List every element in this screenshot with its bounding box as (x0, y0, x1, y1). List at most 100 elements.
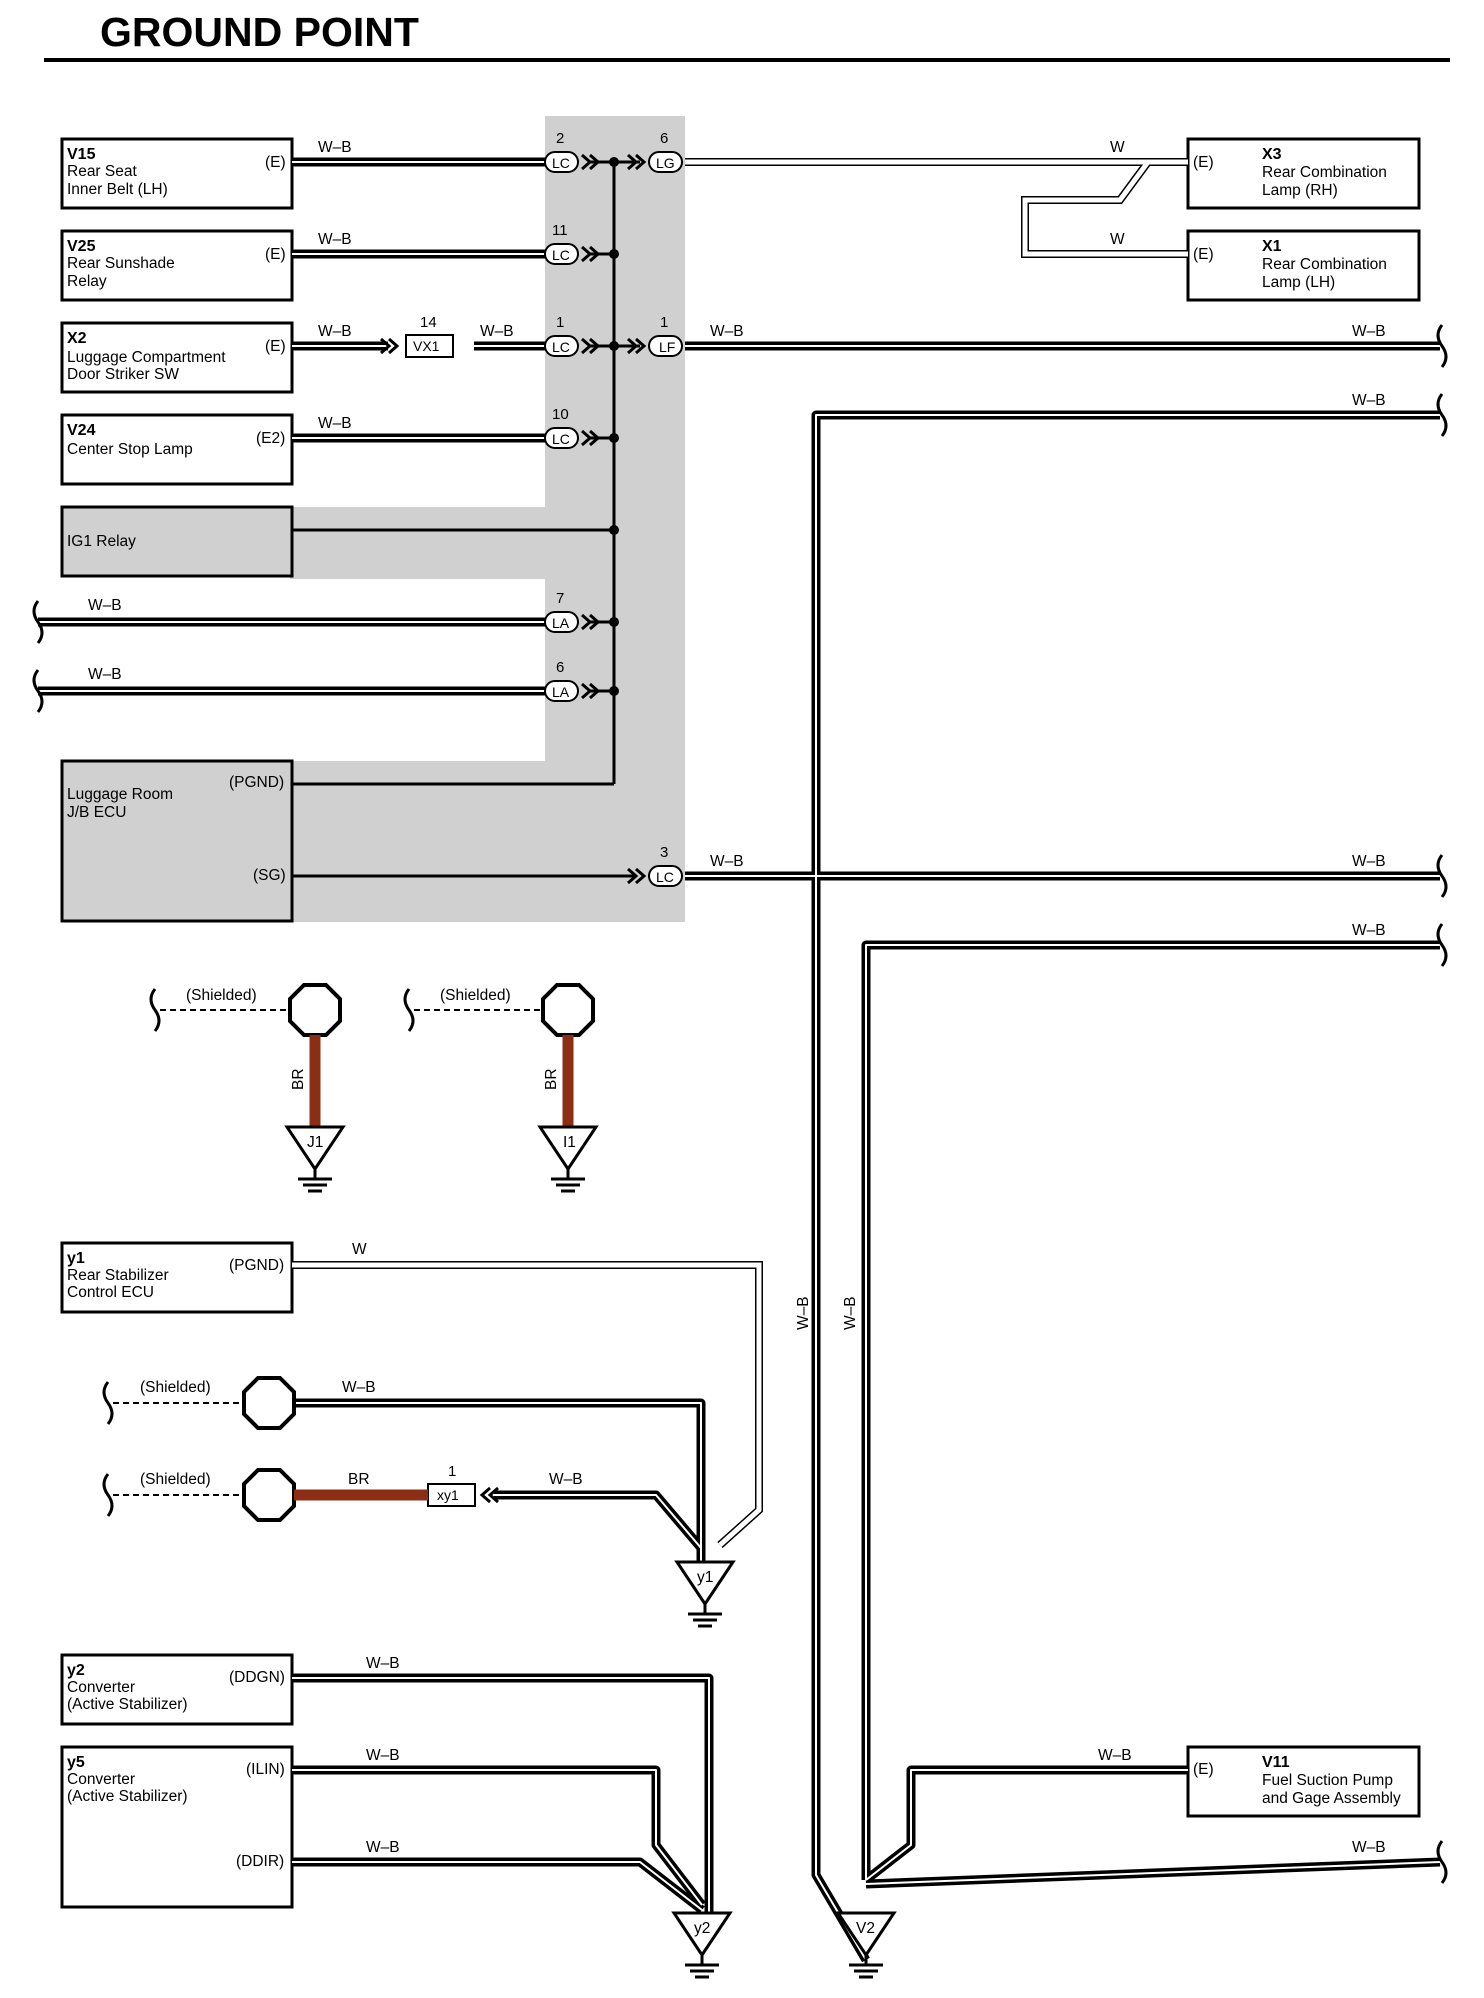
connector-lf-1: 1 LF (627, 314, 683, 357)
ground-v2: V2 (836, 1911, 896, 1979)
svg-text:6: 6 (660, 130, 668, 147)
svg-text:Rear Sunshade: Rear Sunshade (67, 255, 175, 272)
svg-text:LC: LC (656, 869, 674, 885)
svg-text:W: W (1110, 231, 1125, 248)
svg-text:(Shielded): (Shielded) (186, 987, 257, 1004)
svg-text:(DDGN): (DDGN) (229, 1669, 285, 1686)
connector-lc-10: 10 LC (544, 406, 599, 449)
wire-labels: W–B W–B W–B W–B W–B W–B W–B W–B W–B W–B … (88, 139, 1386, 1856)
component-y5: y5 Converter (Active Stabilizer) (ILIN) … (60, 1745, 294, 1909)
shield-y1-a: (Shielded) (113, 1376, 296, 1430)
svg-text:6: 6 (556, 659, 564, 676)
svg-text:W–B: W–B (342, 1379, 376, 1396)
svg-text:J1: J1 (307, 1134, 323, 1151)
svg-text:Rear Stabilizer: Rear Stabilizer (67, 1267, 169, 1284)
svg-text:Inner Belt (LH): Inner Belt (LH) (67, 181, 168, 198)
svg-text:(ILIN): (ILIN) (246, 1761, 285, 1778)
svg-text:(Active Stabilizer): (Active Stabilizer) (67, 1696, 188, 1713)
svg-text:(E2): (E2) (256, 430, 285, 447)
svg-text:2: 2 (556, 130, 564, 147)
svg-text:W–B: W–B (1098, 1747, 1132, 1764)
svg-text:W–B: W–B (366, 1655, 400, 1672)
svg-text:14: 14 (420, 314, 437, 331)
ground-y1: y1 (675, 1560, 735, 1628)
svg-text:LC: LC (552, 339, 570, 355)
svg-text:BR: BR (348, 1471, 370, 1488)
wire-group-bus (292, 162, 636, 878)
svg-text:W–B: W–B (1352, 323, 1386, 340)
svg-text:11: 11 (552, 222, 568, 239)
svg-text:X2: X2 (67, 330, 87, 347)
component-v24: V24 Center Stop Lamp (E2) (60, 413, 294, 486)
svg-text:Luggage Room: Luggage Room (67, 786, 173, 803)
ground-y2: y2 (672, 1911, 732, 1979)
svg-text:Converter: Converter (67, 1771, 135, 1788)
connector-la-6: 6 LA (544, 659, 599, 702)
svg-text:BR: BR (543, 1068, 560, 1090)
svg-text:W–B: W–B (366, 1747, 400, 1764)
svg-text:(E): (E) (1193, 246, 1214, 263)
svg-text:LA: LA (552, 615, 570, 631)
connector-lc-11: 11 LC (544, 222, 599, 265)
svg-text:(E): (E) (265, 246, 286, 263)
svg-text:y2: y2 (694, 1920, 710, 1937)
svg-text:I1: I1 (563, 1134, 576, 1151)
wire-group-wb (38, 157, 1441, 1963)
ig1-gray-band (290, 507, 545, 579)
svg-text:W–B: W–B (318, 139, 352, 156)
component-v11: V11 Fuel Suction Pump and Gage Assembly … (1186, 1745, 1421, 1818)
wire-group-white (292, 158, 1188, 1548)
connector-lc-2: 2 LC (544, 130, 599, 173)
svg-text:1: 1 (660, 314, 668, 331)
svg-text:Center Stop Lamp: Center Stop Lamp (67, 441, 193, 458)
component-ig1-relay: IG1 Relay (60, 505, 294, 578)
svg-text:J/B ECU: J/B ECU (67, 804, 126, 821)
shield-i1: (Shielded) I1 (414, 983, 598, 1193)
component-v25: V25 Rear Sunshade Relay (E) (60, 229, 294, 302)
svg-text:Relay: Relay (67, 273, 107, 290)
svg-text:W–B: W–B (1352, 922, 1386, 939)
svg-text:(Shielded): (Shielded) (440, 987, 511, 1004)
svg-text:W–B: W–B (710, 323, 744, 340)
svg-text:Rear Combination: Rear Combination (1262, 256, 1387, 273)
svg-text:LC: LC (552, 431, 570, 447)
jb-gray-area (290, 116, 685, 922)
svg-text:y1: y1 (67, 1250, 85, 1267)
svg-text:Luggage Compartment: Luggage Compartment (67, 349, 226, 366)
connector-lc-3: 3 LC (627, 844, 683, 887)
svg-text:W–B: W–B (318, 415, 352, 432)
svg-text:(E): (E) (1193, 154, 1214, 171)
svg-text:X3: X3 (1262, 146, 1282, 163)
page-title: GROUND POINT (100, 9, 419, 55)
svg-text:W–B: W–B (88, 666, 122, 683)
bus-stubs (590, 160, 640, 693)
svg-text:W–B: W–B (710, 853, 744, 870)
svg-text:LG: LG (656, 155, 675, 171)
svg-text:W–B: W–B (1352, 392, 1386, 409)
svg-text:1: 1 (556, 314, 564, 331)
svg-text:V15: V15 (67, 146, 96, 163)
svg-text:VX1: VX1 (413, 338, 440, 354)
svg-text:W–B: W–B (795, 1296, 812, 1330)
shield-j1: (Shielded) J1 (160, 983, 345, 1193)
svg-text:y1: y1 (697, 1569, 713, 1586)
svg-text:3: 3 (660, 844, 668, 861)
svg-text:Rear Combination: Rear Combination (1262, 164, 1387, 181)
svg-text:(E): (E) (265, 154, 286, 171)
connector-vx1: 14 VX1 (380, 314, 454, 358)
svg-text:LC: LC (552, 155, 570, 171)
svg-text:Control ECU: Control ECU (67, 1284, 154, 1301)
svg-text:W–B: W–B (549, 1471, 583, 1488)
svg-text:LF: LF (659, 339, 675, 355)
svg-text:10: 10 (552, 406, 569, 423)
connector-lg-6: 6 LG (627, 130, 683, 173)
svg-text:W–B: W–B (366, 1839, 400, 1856)
svg-text:and Gage Assembly: and Gage Assembly (1262, 1790, 1401, 1807)
svg-text:(Shielded): (Shielded) (140, 1379, 211, 1396)
svg-text:Door Striker SW: Door Striker SW (67, 366, 179, 383)
svg-text:(SG): (SG) (253, 867, 286, 884)
svg-text:W–B: W–B (1352, 1839, 1386, 1856)
svg-text:y5: y5 (67, 1754, 85, 1771)
svg-text:1: 1 (448, 1463, 456, 1480)
